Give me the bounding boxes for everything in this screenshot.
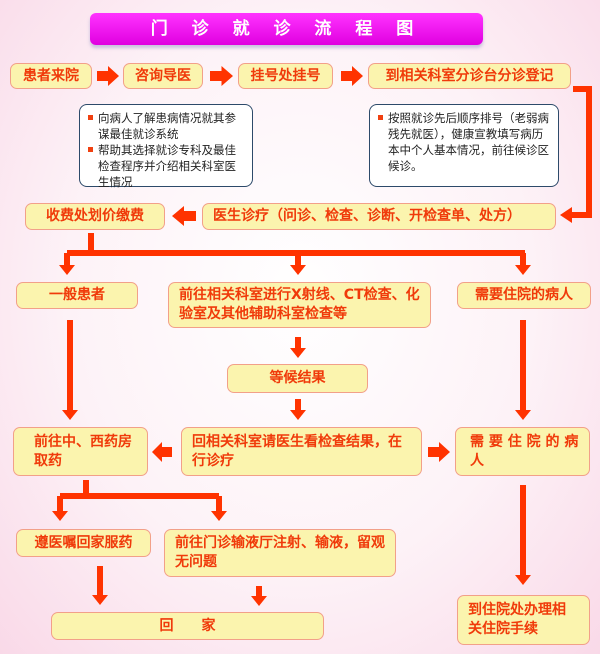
step-general-patient: 一般患者 (16, 282, 138, 309)
arrow-shaft (295, 337, 301, 349)
consult-note-item: 向病人了解患病情况就其参谋最佳就诊系统 (88, 110, 246, 142)
arrow-down-icon (59, 265, 75, 275)
arrow-shaft (295, 399, 301, 411)
arrow-left-icon (152, 442, 172, 462)
step-go-home: 回 家 (51, 612, 324, 640)
arrow-down-icon (251, 596, 267, 606)
arrow-shaft (295, 253, 301, 266)
step-triage: 到相关科室分诊台分诊登记 (368, 63, 571, 89)
step-wait-results: 等候结果 (227, 364, 368, 393)
arrow-down-icon (515, 265, 531, 275)
step-pharmacy: 前往中、西药房取药 (13, 427, 148, 476)
step-arrive: 患者来院 (10, 63, 92, 89)
page-title: 门 诊 就 诊 流 程 图 (90, 13, 483, 45)
arrow-down-icon (92, 595, 108, 605)
step-diagnosis: 医生诊疗（问诊、检查、诊断、开检查单、处方） (202, 203, 556, 230)
consult-note-item: 帮助其选择就诊专科及最佳检查程序并介绍相关科室医生情况 (88, 142, 246, 190)
arrow-down-icon (515, 410, 531, 420)
consult-note: 向病人了解患病情况就其参谋最佳就诊系统 帮助其选择就诊专科及最佳检查程序并介绍相… (79, 104, 253, 190)
arrow-down-icon (290, 348, 306, 358)
arrow-shaft (520, 253, 526, 266)
step-inpatient-2: 需 要 住 院 的 病 人 (455, 427, 590, 476)
arrow-right-icon (428, 442, 450, 462)
step-inpatient: 需要住院的病人 (457, 282, 591, 309)
arrow-right-icon (341, 66, 363, 86)
step-home-medication: 遵医嘱回家服药 (16, 529, 151, 557)
arrow-right-icon (97, 66, 119, 86)
arrow-left-icon (172, 206, 196, 226)
step-payment: 收费处划价缴费 (25, 203, 165, 230)
step-examination: 前往相关科室进行X射线、CT检查、化验室及其他辅助科室检查等 (168, 282, 431, 328)
arrow-shaft (520, 320, 526, 411)
arrow-down-icon (515, 575, 531, 585)
step-register: 挂号处挂号 (238, 63, 333, 89)
arrow-left-icon (560, 207, 572, 223)
step-infusion: 前往门诊输液厅注射、输液，留观无问题 (164, 529, 396, 577)
arrow-down-icon (211, 511, 227, 521)
arrow-right-icon (210, 66, 233, 86)
arrow-down-icon (62, 410, 78, 420)
arrow-shaft (64, 253, 70, 266)
arrow-shaft (57, 496, 63, 512)
arrow-shaft (520, 485, 526, 576)
arrow-down-icon (52, 511, 68, 521)
arrow-shaft (216, 496, 222, 512)
triage-note-item: 按照就诊先后顺序排号（老弱病残先就医），健康宣教填写病历本中个人基本情况，前往候… (378, 110, 552, 174)
step-admission: 到住院处办理相关住院手续 (457, 595, 590, 645)
arrow-down-icon (290, 265, 306, 275)
step-consult: 咨询导医 (123, 63, 203, 89)
arrow-shaft (67, 320, 73, 411)
arrow-shaft (256, 586, 262, 597)
arrow-shaft (97, 566, 103, 596)
connector-line (570, 86, 592, 218)
triage-note: 按照就诊先后顺序排号（老弱病残先就医），健康宣教填写病历本中个人基本情况，前往候… (369, 104, 559, 187)
arrow-down-icon (290, 410, 306, 420)
step-review-results: 回相关科室请医生看检查结果，在行诊疗 (181, 427, 422, 476)
